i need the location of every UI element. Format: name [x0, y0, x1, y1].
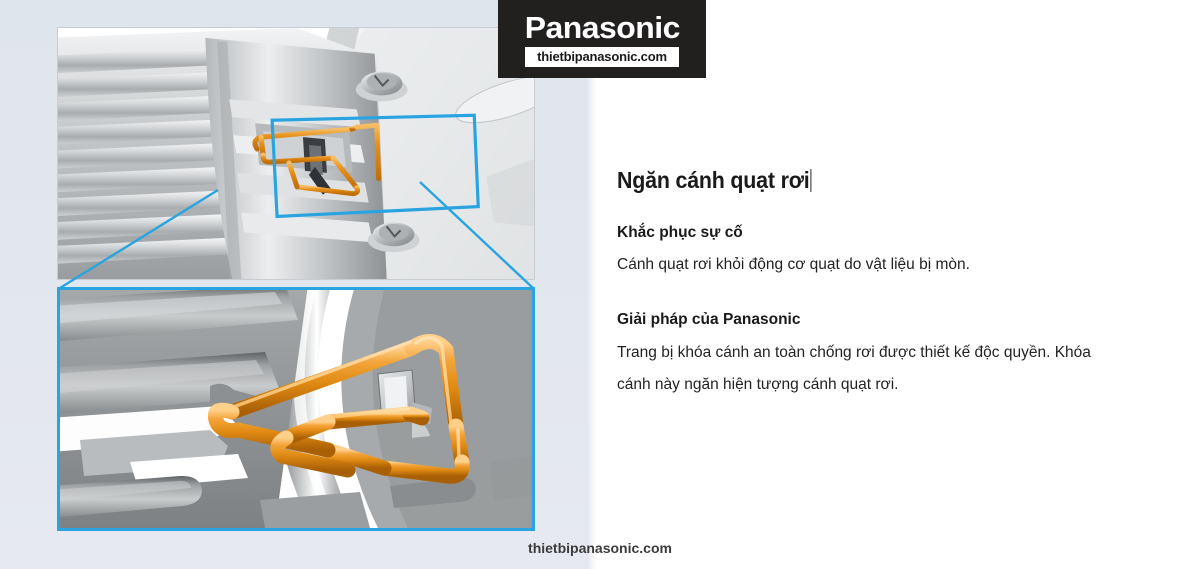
screw-top	[355, 71, 408, 102]
panasonic-logo-url: thietbipanasonic.com	[525, 46, 679, 67]
problem-body: Cánh quạt rơi khỏi động cơ quạt do vật l…	[617, 256, 970, 273]
panasonic-logo: Panasonic thietbipanasonic.com	[498, 0, 706, 78]
solution-heading: Giải pháp của Panasonic	[617, 311, 801, 328]
blade-lock-wire-overview	[252, 122, 382, 197]
cad-detail-illustration	[60, 290, 532, 528]
panasonic-wordmark: Panasonic	[524, 9, 680, 45]
footer-watermark: thietbipanasonic.com	[528, 540, 672, 556]
page-title-text: Ngăn cánh quạt rơi	[617, 167, 810, 193]
text-cursor	[810, 169, 812, 192]
cad-overview-illustration	[58, 28, 534, 279]
problem-heading: Khắc phục sự cố	[617, 224, 743, 241]
text-content-column: Ngăn cánh quạt rơi Khắc phục sự cố Cánh …	[617, 0, 1177, 569]
solution-body-line-1: Trang bị khóa cánh an toàn chống rơi đượ…	[617, 344, 1091, 361]
figure-overview-panel	[57, 27, 535, 280]
backdrop-fade-edge	[586, 0, 596, 569]
page-title[interactable]: Ngăn cánh quạt rơi	[617, 167, 812, 194]
figure-detail-panel	[57, 287, 535, 531]
screw-bottom	[367, 222, 420, 253]
solution-body-line-2: cánh này ngăn hiện tượng cánh quạt rơi.	[617, 376, 899, 393]
